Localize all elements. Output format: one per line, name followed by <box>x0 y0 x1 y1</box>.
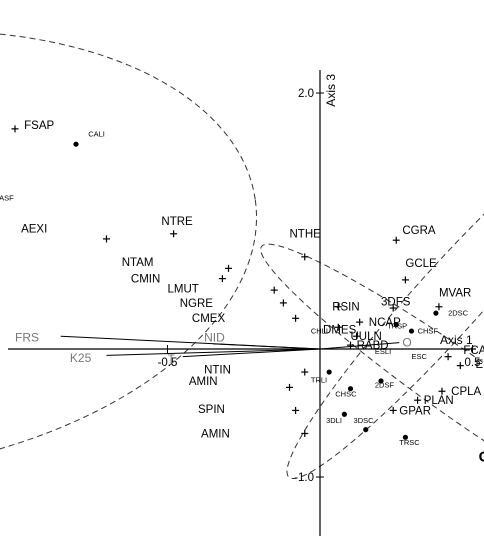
group-labels: G3G2G1 <box>479 449 484 466</box>
species-marker-dot <box>402 434 408 440</box>
species-marker-dot <box>433 310 439 316</box>
species-label: MVAR <box>439 288 471 300</box>
vector-label: O <box>402 335 411 349</box>
environmental-vectors: FRS NID K25 T O <box>15 330 412 366</box>
y-axis-label: Axis 3 <box>324 74 338 107</box>
vector-arrow <box>213 343 321 350</box>
x-tick-label: -0.5 <box>158 357 178 369</box>
species-marker-dot <box>326 369 332 375</box>
species-label: AMIN <box>189 376 218 388</box>
species-marker-dot <box>408 328 415 334</box>
species-label: GPAR <box>399 405 431 417</box>
y-tick-label: -1.0 <box>294 472 314 484</box>
species-label: CASF <box>0 194 14 203</box>
species-label: FSAP <box>24 120 54 132</box>
species-label: NTAM <box>122 257 154 269</box>
axis-ticks: -2.5-1.5-0.50.52.0-1.0 <box>158 88 481 484</box>
species-label: CHLI <box>311 327 328 336</box>
x-tick-label: 0.5 <box>465 357 481 369</box>
species-label: AEXI <box>21 224 47 236</box>
species-label: 2DSC <box>448 309 469 318</box>
species-label: ESIL <box>476 359 484 371</box>
vector-arrow <box>182 348 321 358</box>
vector-arrow <box>319 342 400 350</box>
group-label: G1 <box>479 449 484 466</box>
vector-label: T <box>168 352 176 366</box>
species-label: UULN <box>351 331 382 343</box>
species-label: NTRE <box>161 216 193 228</box>
species-marker-dot <box>378 378 384 384</box>
species-label: 3DSC <box>354 416 375 425</box>
species-label: 3DFS <box>381 296 411 308</box>
species-label: CALI <box>88 130 105 139</box>
species-label: AMIN <box>201 428 230 440</box>
species-marker-dot <box>363 427 369 433</box>
axes: Axis 1 Axis 3 <box>8 70 476 536</box>
species-label: CGRA <box>402 225 436 237</box>
group-ellipse <box>286 121 484 480</box>
species-marker-dot <box>347 386 354 392</box>
species-label: TRLI <box>311 375 327 384</box>
vector-label: NID <box>204 330 225 344</box>
species-marker-dot <box>341 411 347 417</box>
species-marker-dot <box>393 322 399 328</box>
species-label: CHSC <box>335 389 357 398</box>
species-label: RSIN <box>332 302 359 314</box>
species-label: PLAN <box>424 395 454 407</box>
species-label: TRSC <box>399 438 420 447</box>
species-label: CMIN <box>131 273 160 285</box>
group-ellipse <box>260 243 484 537</box>
species-label: ESC <box>412 352 428 361</box>
species-label: CPLA <box>451 386 481 398</box>
species-label: DMES <box>323 325 357 337</box>
species-label: GCLE <box>405 258 437 270</box>
vector-arrow <box>106 348 321 356</box>
species-label: CMEX <box>192 313 226 325</box>
species-label: TRSP <box>387 322 407 331</box>
species-label: NTHE <box>290 229 322 241</box>
species-marker-dot <box>73 141 79 147</box>
group-ellipse <box>0 30 258 476</box>
species-label: FCAP <box>463 345 484 357</box>
species-label: NTIN <box>204 364 231 376</box>
vector-label: FRS <box>15 330 39 344</box>
species-label: NCAP <box>369 317 401 329</box>
species-points: NTMIESLIFSAPCALICASFAEXINTRECASCNTHECGRA… <box>0 120 484 447</box>
species-label: 3DLI <box>326 416 342 425</box>
species-label: LMUT <box>168 284 199 296</box>
species-label: ESLI <box>375 347 391 356</box>
species-label: NGRE <box>180 298 214 310</box>
y-tick-label: 2.0 <box>298 88 314 100</box>
vector-label: K25 <box>70 351 92 365</box>
species-label: CHSF <box>418 327 439 336</box>
species-label: RABD <box>357 340 389 352</box>
x-axis-label: Axis 1 <box>440 333 473 347</box>
species-label: SPIN <box>198 404 225 416</box>
species-label: 2DSF <box>375 380 395 389</box>
